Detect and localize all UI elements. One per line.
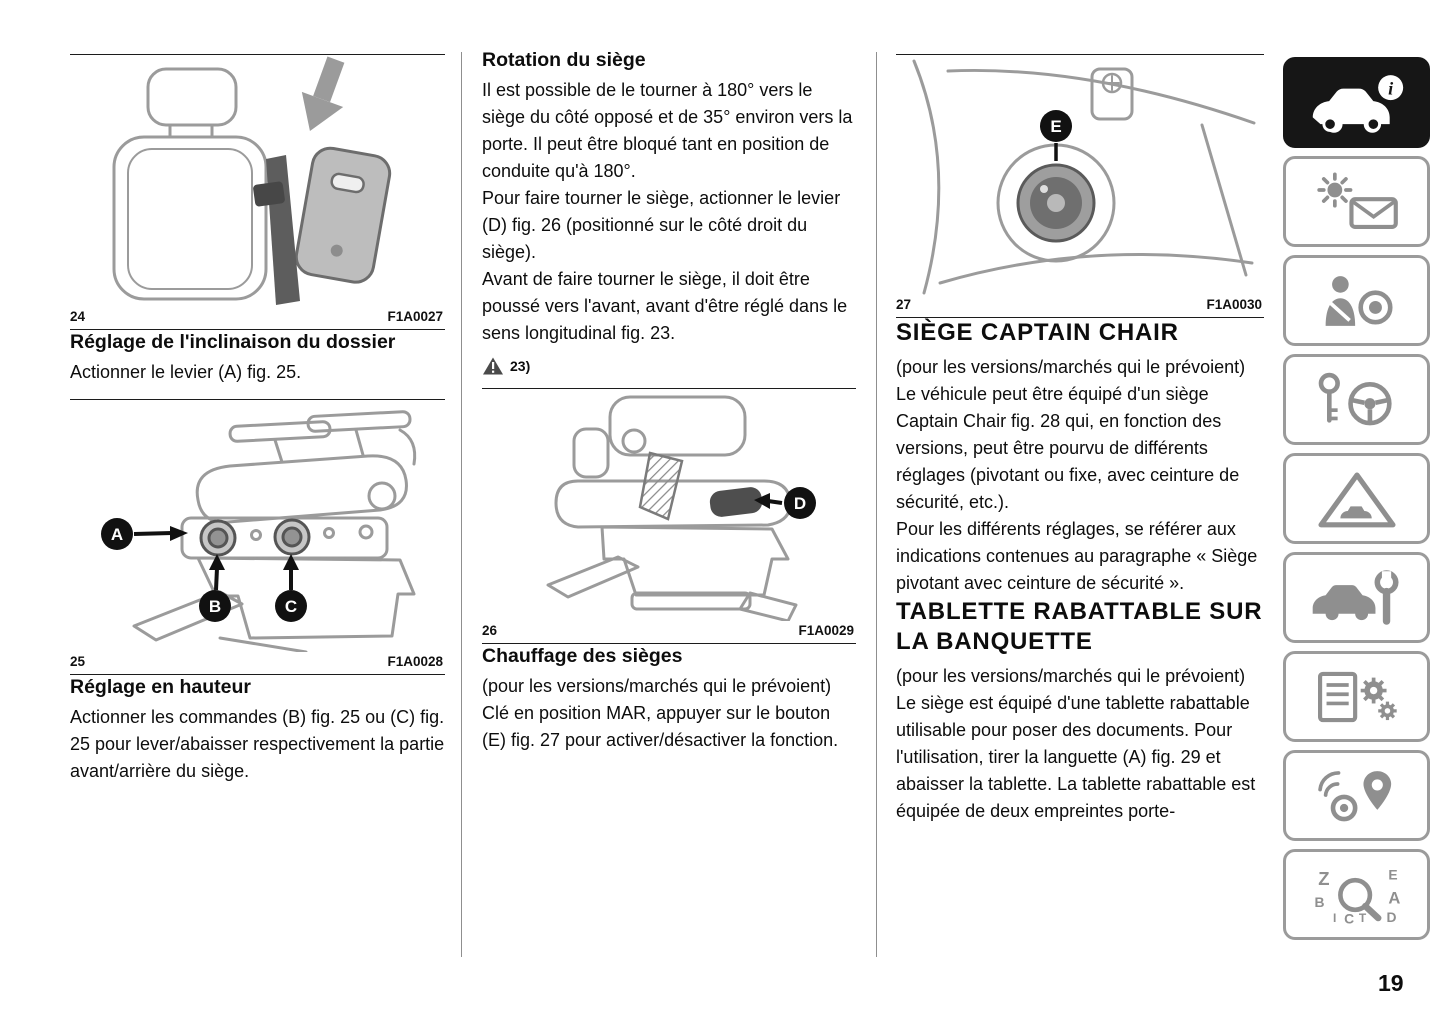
svg-text:i: i (1388, 78, 1393, 98)
figure-label-a: A (111, 525, 123, 544)
figure-caption: 26 F1A0029 (482, 621, 856, 643)
figure-label-c: C (285, 597, 297, 616)
alphabetical-index-icon: Z E B A I C T D (1314, 866, 1400, 926)
sidebar-item-technical-data[interactable] (1283, 651, 1430, 742)
column-right: E 27 F1A0030 SIÈGE CAPTAIN CHAIR (pour l… (896, 54, 1264, 825)
chapter-sidebar: i (1283, 57, 1430, 940)
figure-code: F1A0028 (387, 654, 443, 669)
figure-code: F1A0030 (1206, 297, 1262, 312)
rotation-para-1: Il est possible de le tourner à 180° ver… (482, 80, 853, 181)
svg-text:I: I (1333, 910, 1336, 924)
heating-subnote: (pour les versions/marchés qui le prévoi… (482, 676, 832, 696)
column-divider (461, 52, 462, 957)
svg-text:T: T (1358, 910, 1366, 924)
sidebar-item-emergency[interactable] (1283, 453, 1430, 544)
safety-airbag-icon (1325, 275, 1393, 326)
svg-text:Z: Z (1318, 867, 1329, 888)
figure-caption: 27 F1A0030 (896, 295, 1264, 317)
figure-code: F1A0029 (798, 623, 854, 638)
sidebar-item-servicing[interactable] (1283, 552, 1430, 643)
sidebar-item-safety[interactable] (1283, 255, 1430, 346)
heated-seat-button-illustration: E (912, 59, 1256, 295)
captain-para-2: Pour les différents réglages, se référer… (896, 519, 1258, 593)
car-dashboard-info-icon: i (1312, 74, 1403, 133)
warning-reference: 23) (482, 356, 856, 376)
figure-number: 25 (70, 654, 86, 669)
figure-25: A B C 25 F1A0028 (70, 399, 445, 675)
figure-27: E 27 F1A0030 (896, 54, 1264, 318)
figure-number: 26 (482, 623, 498, 638)
tablette-para-1: Le siège est équipé d'une tablette rabat… (896, 693, 1256, 821)
warning-note-number: 23) (510, 358, 531, 374)
section-title-captain-chair: SIÈGE CAPTAIN CHAIR (896, 319, 1179, 346)
warning-lights-messages-icon (1316, 171, 1398, 229)
technical-data-icon (1317, 671, 1397, 722)
figure-label-b: B (209, 597, 221, 616)
figure-caption: 24 F1A0027 (70, 307, 445, 329)
column-middle: Rotation du siège Il est possible de le … (482, 48, 856, 754)
sidebar-item-vehicle-info[interactable]: i (1283, 57, 1430, 148)
seat-rotation-lever-illustration: D (546, 395, 816, 621)
recline-text: Actionner le levier (A) fig. 25. (70, 362, 302, 382)
figure-label-e: E (1050, 117, 1061, 136)
svg-text:C: C (1344, 910, 1354, 925)
sidebar-item-multimedia[interactable] (1283, 750, 1430, 841)
svg-text:B: B (1314, 894, 1324, 910)
section-title-tablette: TABLETTE RABATTABLE SUR LA BANQUETTE (896, 598, 1263, 655)
seat-belt-guide-illustration (112, 56, 392, 305)
emergency-triangle-icon (1317, 471, 1396, 527)
heating-text: Clé en position MAR, appuyer sur le bout… (482, 703, 839, 750)
height-text: Actionner les commandes (B) fig. 25 ou (… (70, 707, 445, 781)
figure-number: 27 (896, 297, 912, 312)
starting-driving-icon (1318, 372, 1392, 425)
arrow-down-icon (301, 56, 345, 132)
sidebar-item-index[interactable]: Z E B A I C T D (1283, 849, 1430, 940)
captain-para-1: Le véhicule peut être équipé d'un siège … (896, 384, 1240, 512)
figure-26: D 26 F1A0029 (482, 388, 856, 644)
multimedia-navigation-icon (1317, 770, 1391, 821)
figure-number: 24 (70, 309, 86, 324)
section-title-rotation: Rotation du siège (482, 49, 646, 71)
sidebar-item-lights-messages[interactable] (1283, 156, 1430, 247)
sidebar-item-starting-driving[interactable] (1283, 354, 1430, 445)
column-left: 24 F1A0027 Réglage de l'inclinaison du d… (70, 54, 445, 785)
warning-triangle-icon (483, 357, 503, 375)
figure-code: F1A0027 (387, 309, 443, 324)
captain-subnote: (pour les versions/marchés qui le prévoi… (896, 357, 1246, 377)
figure-caption: 25 F1A0028 (70, 652, 445, 674)
tablette-subnote: (pour les versions/marchés qui le prévoi… (896, 666, 1246, 686)
svg-text:A: A (1388, 888, 1400, 907)
figure-24: 24 F1A0027 (70, 54, 445, 330)
svg-text:D: D (1386, 908, 1396, 924)
page-number: 19 (1378, 970, 1404, 996)
figure-label-d: D (794, 494, 806, 513)
rotation-para-3: Avant de faire tourner le siège, il doit… (482, 269, 848, 343)
rotation-para-2: Pour faire tourner le siège, actionner l… (482, 188, 841, 262)
section-title-heating: Chauffage des sièges (482, 645, 683, 667)
column-divider (876, 52, 877, 957)
servicing-maintenance-icon (1312, 569, 1399, 625)
section-title-recline: Réglage de l'inclinaison du dossier (70, 331, 396, 353)
seat-adjustment-illustration: A B C (101, 410, 417, 652)
section-title-height: Réglage en hauteur (70, 676, 251, 698)
svg-text:E: E (1388, 866, 1397, 882)
